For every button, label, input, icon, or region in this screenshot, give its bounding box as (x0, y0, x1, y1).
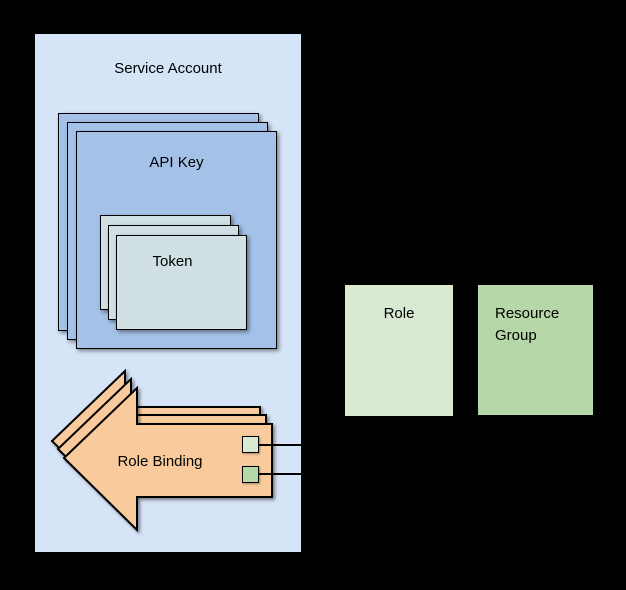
token-card-front: Token (116, 235, 247, 330)
role-binding-arrow-front (62, 385, 273, 533)
role-link-square (242, 436, 259, 453)
role-binding-label: Role Binding (117, 453, 203, 470)
role-binding-arrow-stack (50, 368, 273, 533)
role-connector-line (258, 444, 302, 446)
role-box: Role (345, 285, 453, 416)
token-label: Token (152, 253, 193, 270)
service-account-label: Service Account (114, 60, 222, 77)
api-key-label: API Key (149, 154, 204, 171)
resource-group-connector-line (258, 473, 302, 475)
resource-group-label: Resource Group (495, 305, 560, 344)
resource-group-box: Resource Group (478, 285, 593, 415)
resource-group-link-square (242, 466, 259, 483)
role-label: Role (383, 305, 415, 322)
